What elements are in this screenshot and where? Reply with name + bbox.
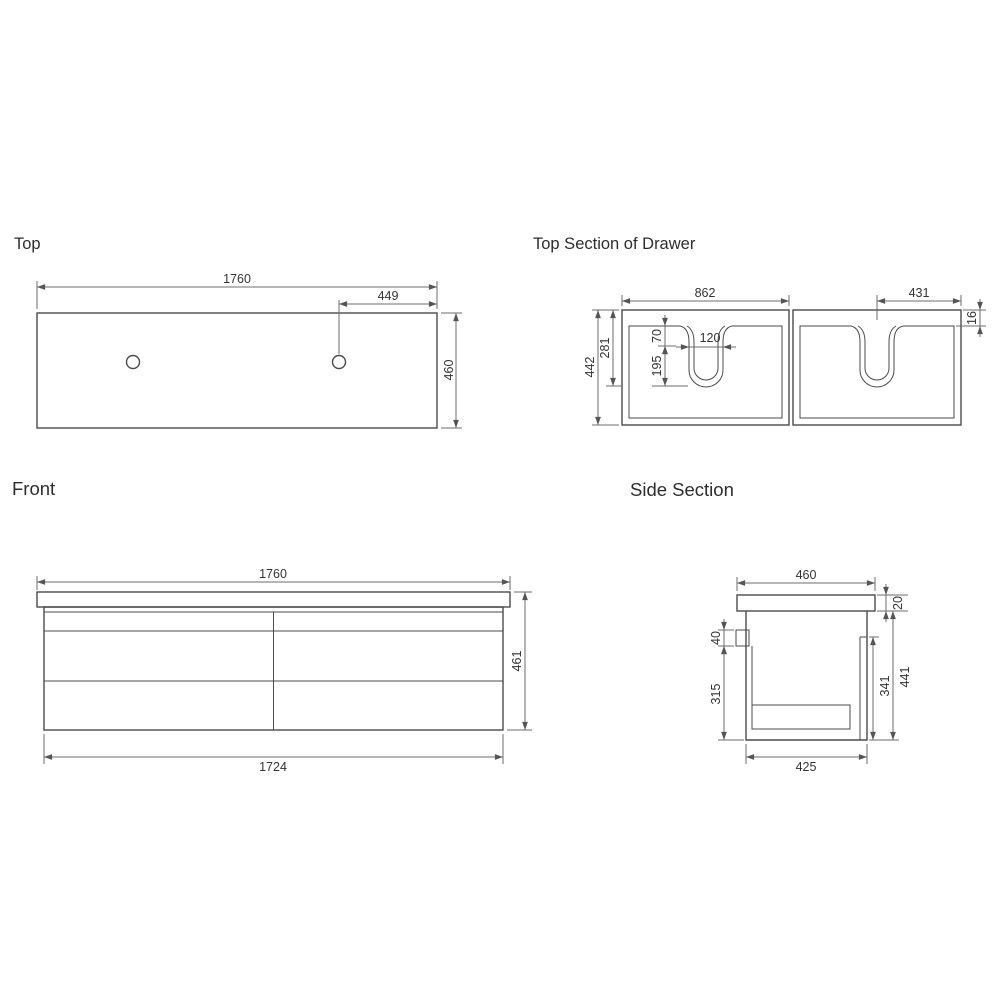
dim-benchtop-thickness: 20 xyxy=(891,596,905,610)
dim-internal-height: 341 xyxy=(878,676,892,697)
finger-pull-rail xyxy=(735,629,750,647)
side-section-extension-lines xyxy=(718,577,908,764)
dim-internal-depth: 425 xyxy=(796,760,817,774)
dim-cutout-depth-total: 281 xyxy=(598,338,612,359)
right-drawer-inner-wall xyxy=(799,325,955,419)
left-plumbing-cutout-outer xyxy=(679,325,733,388)
dim-cutout-depth: 195 xyxy=(650,356,664,377)
top-section-view: Top Section of Drawer xyxy=(533,235,986,426)
side-section-label: Side Section xyxy=(630,479,734,500)
front-view: Front 1760 461 1724 xyxy=(12,478,532,774)
benchtop-front xyxy=(36,591,511,608)
dim-top-overall-width: 1760 xyxy=(223,272,251,286)
side-section-view: Side Section 460 xyxy=(630,479,912,774)
dim-drawer-width: 862 xyxy=(695,286,716,300)
dim-drawer-front-height: 315 xyxy=(709,684,723,705)
dim-cutout-width: 120 xyxy=(700,331,721,345)
right-plumbing-cutout-outer xyxy=(850,325,904,388)
cabinet-side-outline xyxy=(745,611,868,741)
left-drawer-outline xyxy=(621,309,790,426)
right-plumbing-cutout-inner xyxy=(857,325,897,381)
left-plumbing-cutout-inner xyxy=(686,325,726,381)
dim-side-depth: 460 xyxy=(796,568,817,582)
dim-front-width: 1760 xyxy=(259,567,287,581)
top-view-label: Top xyxy=(14,235,41,253)
tap-hole-right xyxy=(331,354,347,370)
dim-rail-height: 40 xyxy=(709,631,723,645)
dim-cabinet-height: 441 xyxy=(898,667,912,688)
front-view-label: Front xyxy=(12,478,55,499)
benchtop-side xyxy=(736,594,876,612)
right-drawer-outline xyxy=(792,309,962,426)
dim-top-depth: 460 xyxy=(442,360,456,381)
dim-panel-thickness: 16 xyxy=(965,311,979,325)
drawer-box-side xyxy=(751,704,851,730)
tap-hole-left xyxy=(125,354,141,370)
dim-overall-depth: 442 xyxy=(583,357,597,378)
dim-cutout-lead-in: 70 xyxy=(650,329,664,343)
top-view: Top 1760 449 460 xyxy=(14,235,462,429)
top-view-extension-lines xyxy=(36,281,462,429)
dim-drawer-half-width: 431 xyxy=(909,286,930,300)
top-section-label: Top Section of Drawer xyxy=(533,235,696,253)
top-view-outline xyxy=(36,312,438,429)
front-view-extension-lines xyxy=(36,576,532,764)
dim-front-height: 461 xyxy=(510,651,524,672)
left-drawer-inner-wall xyxy=(628,325,783,419)
dim-top-hole-offset: 449 xyxy=(378,289,399,303)
dim-cabinet-width: 1724 xyxy=(259,760,287,774)
